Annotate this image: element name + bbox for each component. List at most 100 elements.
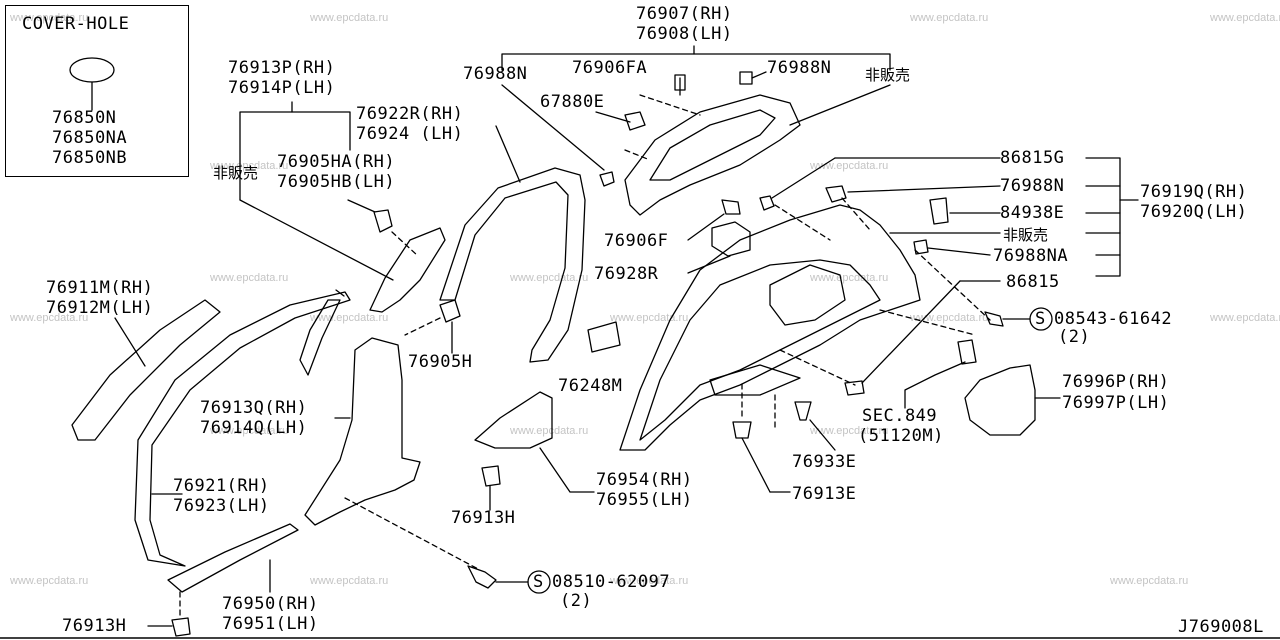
part-number: 76906FA — [572, 58, 648, 78]
part-number: 08510-62097 — [552, 572, 671, 592]
screw-marker-label: S — [1035, 309, 1046, 329]
part-number: 76913P(RH) — [228, 58, 336, 78]
part-number: 76933E — [792, 452, 857, 472]
part-number: 76913Q(RH) — [200, 398, 308, 418]
watermark: www.epcdata.ru — [810, 425, 889, 437]
not-for-sale-note: 非販売 — [1003, 226, 1049, 244]
part-number: 76950(RH) — [222, 594, 319, 614]
clip-icon — [759, 195, 775, 211]
part-number: 84938E — [1000, 203, 1065, 223]
screw-marker-label: S — [533, 572, 544, 592]
part-number: 76928R — [594, 264, 659, 284]
clip-icon — [794, 401, 812, 421]
leader-line — [771, 157, 836, 199]
bracket-block — [711, 221, 751, 257]
part-number: 76913H — [451, 508, 516, 528]
side-cover-panel — [964, 364, 1036, 436]
leader-line — [239, 111, 351, 201]
watermark: www.epcdata.ru — [1210, 12, 1280, 24]
screw-icon — [984, 311, 1004, 327]
dashed-guide — [404, 317, 441, 336]
leader-line — [239, 199, 394, 281]
part-number: 76924 (LH) — [356, 124, 464, 144]
part-number: 76988N — [1000, 176, 1065, 196]
leader-line — [847, 185, 1001, 193]
dashed-guide — [914, 249, 991, 321]
section-reference: (51120M) — [858, 426, 944, 446]
clip-icon — [844, 380, 865, 396]
watermark: www.epcdata.ru — [10, 312, 89, 324]
part-number: 76914Q(LH) — [200, 418, 308, 438]
part-number: 76920Q(LH) — [1140, 202, 1248, 222]
part-number: 76922R(RH) — [356, 104, 464, 124]
front-pillar-garnish — [71, 299, 221, 441]
part-number: 76906F — [604, 231, 669, 251]
floor-bracket — [709, 364, 801, 396]
watermark: www.epcdata.ru — [610, 312, 689, 324]
dashed-guide — [624, 149, 651, 161]
leader-line — [751, 71, 767, 79]
section-reference: SEC.849 — [862, 406, 938, 426]
part-number: 76988N — [767, 58, 832, 78]
leader-line — [114, 317, 146, 367]
clip-icon — [439, 299, 461, 323]
part-number: 86815 — [1006, 272, 1060, 292]
watermark: www.epcdata.ru — [510, 272, 589, 284]
part-number: 76923(LH) — [173, 496, 270, 516]
clip-icon — [674, 74, 686, 91]
watermark: www.epcdata.ru — [610, 575, 689, 587]
leader-line — [595, 111, 631, 123]
leader-line — [335, 289, 345, 297]
quantity: (2) — [1058, 327, 1091, 347]
leader-line — [501, 84, 605, 171]
part-number: 76919Q(RH) — [1140, 182, 1248, 202]
part-number: 76921(RH) — [173, 476, 270, 496]
dashed-guide — [879, 309, 976, 336]
leader-line — [741, 437, 771, 493]
part-number: 76850N — [52, 108, 117, 128]
part-number: 76997P(LH) — [1062, 393, 1170, 413]
part-number: 86815G — [1000, 148, 1065, 168]
clip-icon — [825, 185, 847, 203]
leader-line — [927, 247, 991, 256]
leader-line — [789, 84, 891, 126]
leader-line — [861, 280, 961, 384]
clip-icon — [739, 71, 753, 85]
part-number: 76996P(RH) — [1062, 372, 1170, 392]
watermark: www.epcdata.ru — [1210, 312, 1280, 324]
part-number: 76850NA — [52, 128, 128, 148]
clip-icon — [732, 421, 752, 439]
rear-upper-garnish — [624, 94, 801, 216]
not-for-sale-note: 非販売 — [865, 66, 911, 84]
clip-icon — [481, 465, 501, 487]
clip-icon — [599, 171, 615, 187]
cover-hole-box — [5, 5, 189, 177]
watermark: www.epcdata.ru — [210, 160, 289, 172]
part-number: 76905HB(LH) — [277, 172, 396, 192]
watermark: www.epcdata.ru — [910, 12, 989, 24]
label-plate — [587, 321, 621, 353]
part-number: 76988N — [463, 64, 528, 84]
dashed-guide — [639, 94, 701, 116]
leader-line — [687, 213, 725, 241]
rear-upper-garnish-window — [649, 109, 776, 181]
part-number: 76954(RH) — [596, 470, 693, 490]
part-number: 76951(LH) — [222, 614, 319, 634]
rear-quarter-trim-inner — [639, 259, 881, 441]
part-number: 76248M — [558, 376, 623, 396]
screw-marker-icon — [527, 570, 551, 594]
part-number: 76912M(LH) — [46, 298, 154, 318]
screw-marker-icon — [1029, 307, 1053, 331]
leader-line — [809, 419, 836, 451]
clip-icon — [624, 111, 646, 131]
dashed-guide — [774, 204, 831, 241]
watermark: www.epcdata.ru — [910, 312, 989, 324]
clip-icon — [957, 339, 977, 365]
watermark: www.epcdata.ru — [210, 272, 289, 284]
rear-quarter-trim — [619, 204, 921, 451]
clip-icon — [721, 199, 741, 215]
part-number: 76955(LH) — [596, 490, 693, 510]
center-pillar-upper — [369, 227, 446, 313]
screw-icon — [467, 565, 497, 589]
clip-icon — [373, 209, 393, 233]
